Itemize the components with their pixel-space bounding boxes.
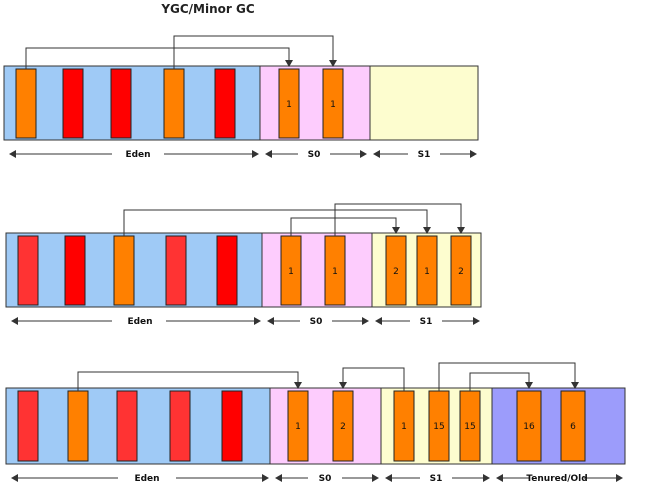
- survivor-object: [278, 68, 300, 139]
- survivor-object: [385, 235, 407, 306]
- object-age-label: 2: [393, 267, 399, 277]
- object-age-label: 16: [523, 422, 535, 432]
- dead-object: [221, 390, 243, 462]
- promote-arrow: [469, 372, 533, 391]
- eden-label: Eden: [125, 150, 150, 160]
- s1-label: S1: [420, 317, 433, 327]
- object-age-label: 2: [340, 422, 346, 432]
- dead-object: [165, 235, 187, 306]
- object-age-label: 1: [330, 100, 336, 110]
- dead-object: [216, 235, 238, 306]
- copy-arrow: [25, 47, 293, 69]
- s0-label: S0: [310, 317, 323, 327]
- copy-arrow: [290, 217, 400, 236]
- dead-object: [64, 235, 86, 306]
- live-object: [15, 68, 37, 139]
- object-age-label: 1: [286, 100, 292, 110]
- tenured-region: [491, 387, 626, 465]
- live-object: [163, 68, 185, 139]
- stage-3: 1 2 1 15 15 16 6 Eden S0 S1 Tenured/Old: [5, 362, 626, 484]
- object-age-label: 1: [288, 267, 294, 277]
- tenured-object: [516, 390, 542, 462]
- copy-arrow: [123, 209, 431, 236]
- dead-object: [214, 68, 236, 139]
- s0-region: [261, 232, 373, 308]
- s0-label: S0: [319, 474, 332, 484]
- tenured-object: [560, 390, 586, 462]
- dead-object: [17, 235, 39, 306]
- s1-region: [369, 65, 479, 141]
- object-age-label: 15: [464, 422, 475, 432]
- stage-2: 1 1 2 1 2 Eden S0 S1: [5, 203, 482, 327]
- survivor-object: [332, 390, 354, 462]
- live-object: [67, 390, 89, 462]
- stage-1: 1 1 Eden S0 S1: [3, 35, 479, 160]
- copy-arrow: [334, 203, 465, 236]
- object-age-label: 6: [570, 422, 576, 432]
- object-age-label: 1: [424, 267, 430, 277]
- dead-object: [110, 68, 132, 139]
- survivor-object: [416, 235, 438, 306]
- copy-arrow: [173, 35, 337, 69]
- dead-object: [116, 390, 138, 462]
- object-age-label: 1: [332, 267, 338, 277]
- eden-label: Eden: [134, 474, 159, 484]
- s1-label: S1: [430, 474, 443, 484]
- object-age-label: 1: [295, 422, 301, 432]
- s0-region: [259, 65, 371, 141]
- s0-label: S0: [308, 150, 321, 160]
- dead-object: [169, 390, 191, 462]
- s0-region: [269, 387, 382, 465]
- survivor-object: [450, 235, 472, 306]
- dead-object: [17, 390, 39, 462]
- live-object: [113, 235, 135, 306]
- object-age-label: 1: [401, 422, 407, 432]
- dead-object: [62, 68, 84, 139]
- object-age-label: 15: [433, 422, 444, 432]
- tenured-label: Tenured/Old: [526, 474, 587, 484]
- copy-arrow: [77, 371, 302, 391]
- diagram-title: YGC/Minor GC: [160, 2, 255, 16]
- copy-arrow: [339, 367, 405, 391]
- object-age-label: 2: [458, 267, 464, 277]
- survivor-object: [322, 68, 344, 139]
- survivor-object: [287, 390, 309, 462]
- s1-label: S1: [418, 150, 431, 160]
- promote-arrow: [438, 362, 579, 391]
- eden-label: Eden: [127, 317, 152, 327]
